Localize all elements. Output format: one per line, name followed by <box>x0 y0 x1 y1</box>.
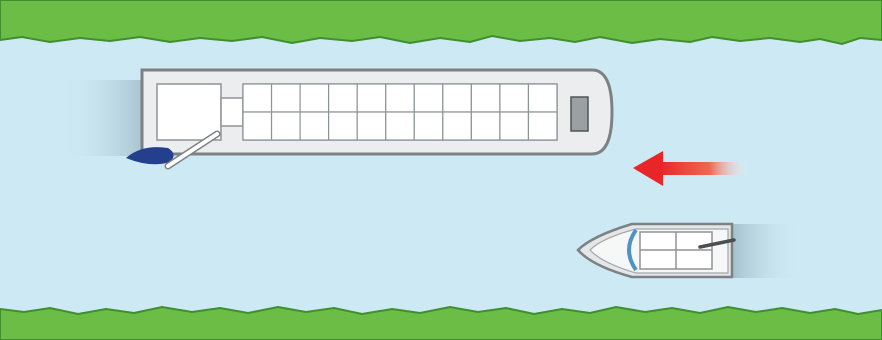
cargo-cell <box>499 83 530 113</box>
cargo-cell <box>413 83 444 113</box>
cargo-cell <box>356 111 387 141</box>
motorboat-wake <box>730 224 800 278</box>
cargo-cell <box>328 111 358 141</box>
top-bank <box>0 0 882 46</box>
cargo-cell <box>527 83 558 113</box>
barge-rudder <box>126 147 174 165</box>
barge-wheelhouse <box>156 83 222 141</box>
cargo-cell <box>413 111 444 141</box>
barge-bow-hatch <box>570 96 589 132</box>
bottom-bank <box>0 305 882 340</box>
cargo-cell <box>470 83 501 113</box>
barge-cabin-link <box>220 97 244 127</box>
cargo-cell <box>385 111 415 141</box>
cargo-cell <box>442 111 472 141</box>
motorboat <box>576 222 736 279</box>
cargo-cell <box>299 83 330 113</box>
cargo-cell <box>328 83 358 113</box>
cargo-cell <box>270 83 301 113</box>
cargo-cell <box>242 83 273 113</box>
cargo-cell <box>299 111 330 141</box>
cargo-cell <box>385 83 415 113</box>
direction-arrow <box>633 151 750 186</box>
barge-cargo-hold <box>242 83 558 141</box>
cargo-cell <box>242 111 273 141</box>
cargo-cell <box>527 111 558 141</box>
cargo-cell <box>442 83 472 113</box>
cargo-cell <box>499 111 530 141</box>
cargo-cell <box>356 83 387 113</box>
motorboat-windscreen <box>627 228 638 272</box>
cargo-cell <box>470 111 501 141</box>
barge <box>126 68 614 170</box>
cargo-cell <box>270 111 301 141</box>
barge-wake <box>62 80 148 156</box>
motorboat-outboard <box>698 238 736 249</box>
